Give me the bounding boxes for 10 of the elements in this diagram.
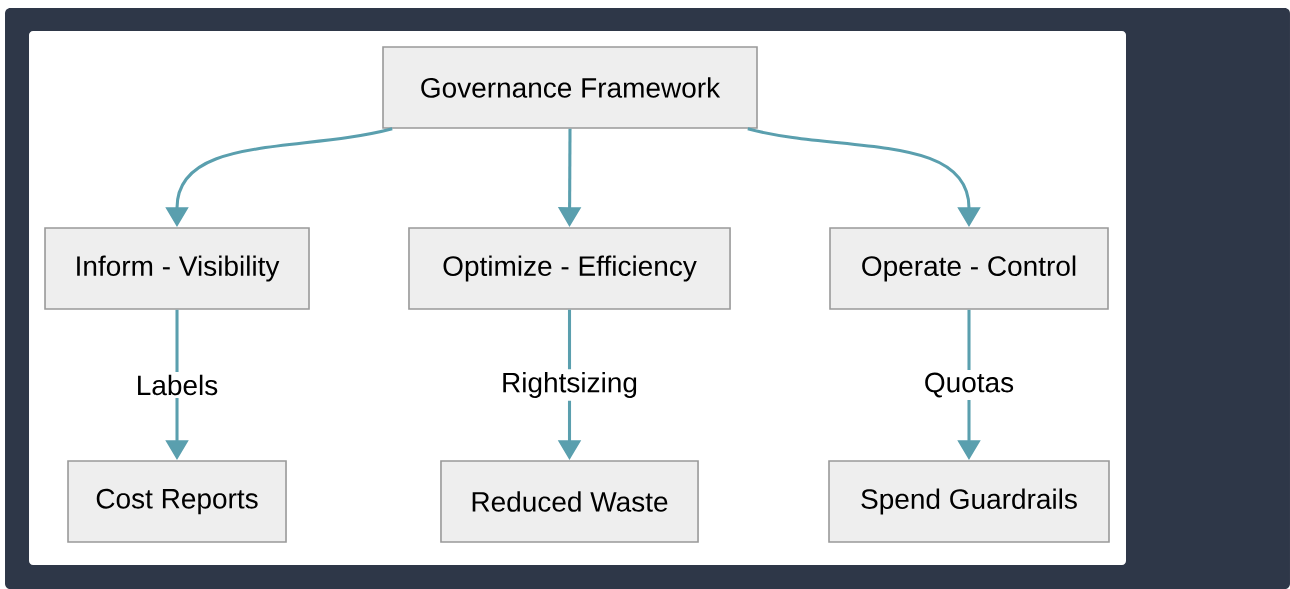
process-box: Governance Framework xyxy=(382,46,758,129)
process-box: Inform - Visibility xyxy=(44,227,310,310)
edge-label: Labels xyxy=(133,372,221,398)
process-box: Optimize - Efficiency xyxy=(408,227,731,310)
process-box: Spend Guardrails xyxy=(828,460,1110,543)
edge-label: Rightsizing xyxy=(498,369,641,401)
edge-label: Quotas xyxy=(921,369,1017,401)
process-box: Operate - Control xyxy=(829,227,1109,310)
process-box: Cost Reports xyxy=(67,460,287,543)
process-box: Reduced Waste xyxy=(440,460,699,543)
